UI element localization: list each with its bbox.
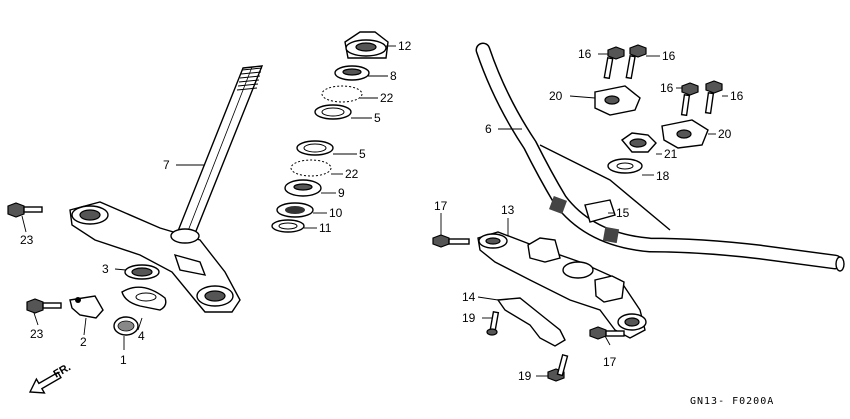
screw-19-lower	[547, 353, 569, 382]
callout-12: 12	[398, 39, 412, 53]
ball-race-5-lower	[296, 140, 334, 156]
callout-22-upper: 22	[380, 91, 394, 105]
front-direction-label: FR.	[52, 361, 73, 380]
callout-9: 9	[338, 186, 345, 200]
callout-16-b: 16	[662, 49, 676, 63]
upper-holder-20-left	[594, 85, 641, 116]
callout-17-left: 17	[434, 199, 448, 213]
reflector-1	[113, 316, 139, 336]
callout-23-upper: 23	[20, 233, 34, 247]
callout-20-right: 20	[718, 127, 732, 141]
steering-stem	[174, 65, 264, 237]
callout-4: 4	[138, 329, 145, 343]
dust-seal-3	[124, 264, 160, 280]
ball-ring-22-lower	[290, 159, 332, 177]
bottom-cone-race-9	[284, 179, 322, 197]
upper-holder-20-right	[661, 119, 709, 149]
callout-14: 14	[462, 290, 476, 304]
ball-race-5-upper	[314, 104, 352, 120]
top-bridge-13	[477, 231, 647, 339]
washer-11	[271, 219, 305, 233]
callout-6: 6	[485, 122, 492, 136]
bolt-23-lower	[26, 298, 62, 314]
callout-2: 2	[80, 335, 87, 349]
callout-16-a: 16	[578, 47, 592, 61]
bolt-17-left	[432, 234, 470, 248]
callout-labels: 7 3 4 1 2 23 23 12 8 22 5 5 22 9 10 11 6…	[20, 39, 744, 383]
callout-3: 3	[102, 262, 109, 276]
bolts-16-top	[603, 44, 647, 80]
pad-15	[584, 199, 616, 223]
cable-guide-4	[121, 286, 167, 311]
front-direction-arrow: FR.	[28, 361, 73, 394]
callout-23-lower: 23	[30, 327, 44, 341]
bolt-17-right	[589, 326, 625, 340]
lower-triple-clamp	[69, 201, 241, 313]
callout-5-upper: 5	[374, 111, 381, 125]
callout-18: 18	[656, 169, 670, 183]
callout-11: 11	[319, 221, 332, 235]
bracket-14	[496, 297, 566, 347]
callout-19-lower: 19	[518, 369, 532, 383]
cable-guide-2	[69, 295, 104, 319]
bolts-16-middle	[680, 80, 723, 117]
callout-22-lower: 22	[345, 167, 359, 181]
callout-13: 13	[501, 203, 515, 217]
callout-16-c: 16	[660, 81, 674, 95]
callout-15: 15	[616, 206, 630, 220]
steering-stem-nut-12	[344, 31, 389, 59]
callout-19-upper: 19	[462, 311, 476, 325]
top-cone-race-8	[334, 65, 370, 81]
callout-1: 1	[120, 353, 127, 367]
callout-7: 7	[163, 158, 170, 172]
bolt-23-upper	[7, 202, 43, 218]
handlebar	[475, 42, 845, 272]
leader-lines	[21, 45, 728, 377]
washer-18	[607, 158, 643, 174]
screw-19-upper	[486, 310, 500, 336]
callout-10: 10	[329, 206, 343, 220]
nut-21	[620, 132, 657, 153]
ball-ring-22-upper	[321, 85, 363, 103]
callout-5-lower: 5	[359, 147, 366, 161]
callout-16-d: 16	[730, 89, 744, 103]
dust-seal-10	[276, 202, 314, 218]
callout-8: 8	[390, 69, 397, 83]
callout-20-left: 20	[549, 89, 563, 103]
callout-17-right: 17	[603, 355, 617, 369]
diagram-code: GN13- F0200A	[690, 396, 774, 407]
callout-21: 21	[664, 147, 678, 161]
